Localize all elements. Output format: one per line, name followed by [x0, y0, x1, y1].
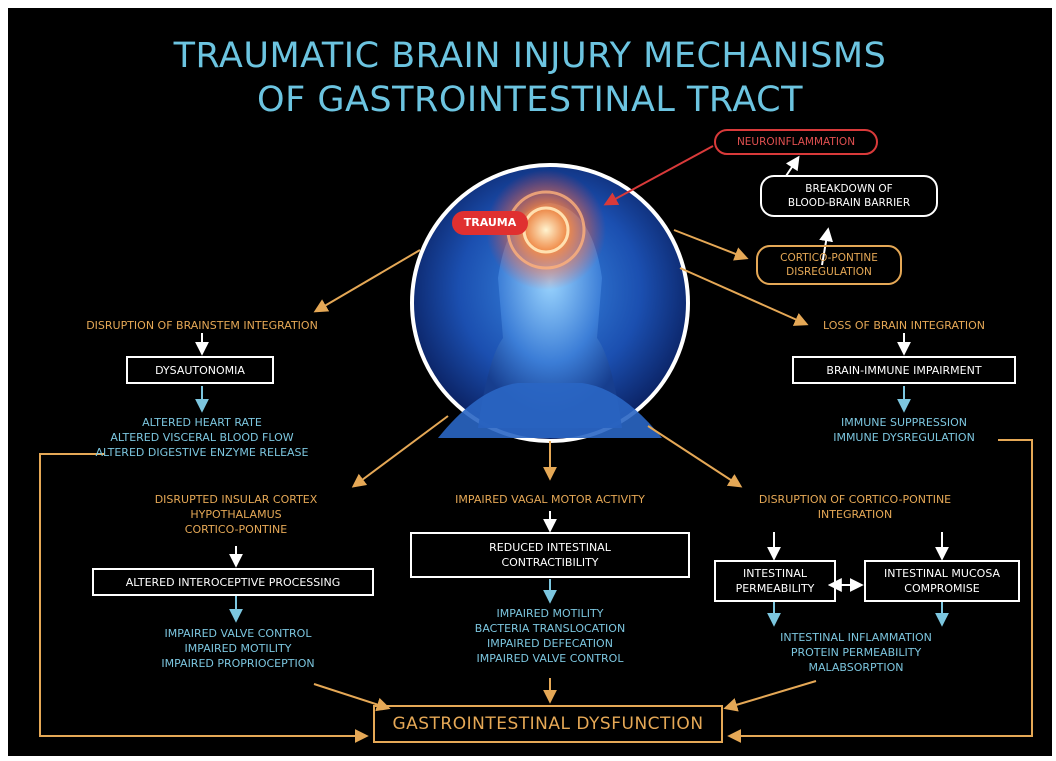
left-effect-3: ALTERED DIGESTIVE ENZYME RELEASE: [52, 445, 352, 460]
insular-heading-3: CORTICO-PONTINE: [106, 522, 366, 537]
brain-immune-box: BRAIN-IMMUNE IMPAIRMENT: [792, 356, 1016, 384]
gi-dysfunction-box: GASTROINTESTINAL DYSFUNCTION: [373, 705, 723, 743]
lower-center-effect-4: IMPAIRED VALVE CONTROL: [430, 651, 670, 666]
lower-left-effect-2: IMPAIRED MOTILITY: [118, 641, 358, 656]
lower-center-effect-1: IMPAIRED MOTILITY: [430, 606, 670, 621]
diagram-canvas: TRAUMATIC BRAIN INJURY MECHANISMS OF GAS…: [8, 8, 1052, 756]
ip-line-2: PERMEABILITY: [736, 582, 815, 595]
lower-center-effect-3: IMPAIRED DEFECATION: [430, 636, 670, 651]
cortico-pontine-integration-heading: DISRUPTION OF CORTICO-PONTINE INTEGRATIO…: [730, 492, 980, 522]
cp-line-2: DISREGULATION: [786, 266, 872, 278]
head-illustration: [412, 165, 688, 441]
insular-headings: DISRUPTED INSULAR CORTEX HYPOTHALAMUS CO…: [106, 492, 366, 537]
vagal-heading: IMPAIRED VAGAL MOTOR ACTIVITY: [420, 492, 680, 507]
lower-left-effect-3: IMPAIRED PROPRIOCEPTION: [118, 656, 358, 671]
cpi-line-2: INTEGRATION: [730, 507, 980, 522]
insular-heading-2: HYPOTHALAMUS: [106, 507, 366, 522]
dysautonomia-box: DYSAUTONOMIA: [126, 356, 274, 384]
brainstem-heading: DISRUPTION OF BRAINSTEM INTEGRATION: [32, 318, 372, 333]
interoceptive-box: ALTERED INTEROCEPTIVE PROCESSING: [92, 568, 374, 596]
lower-center-effects: IMPAIRED MOTILITY BACTERIA TRANSLOCATION…: [430, 606, 670, 666]
left-effects: ALTERED HEART RATE ALTERED VISCERAL BLOO…: [52, 415, 352, 460]
right-effect-2: IMMUNE DYSREGULATION: [798, 430, 1010, 445]
lower-left-effects: IMPAIRED VALVE CONTROL IMPAIRED MOTILITY…: [118, 626, 358, 671]
contractibility-line-2: CONTRACTIBILITY: [501, 556, 598, 569]
lower-left-effect-1: IMPAIRED VALVE CONTROL: [118, 626, 358, 641]
title-line-2: OF GASTROINTESTINAL TRACT: [8, 80, 1052, 120]
lower-right-effects: INTESTINAL INFLAMMATION PROTEIN PERMEABI…: [746, 630, 966, 675]
neuroinflammation-box: NEUROINFLAMMATION: [714, 129, 878, 155]
intestinal-permeability-box: INTESTINAL PERMEABILITY: [714, 560, 836, 602]
bbb-line-2: BLOOD-BRAIN BARRIER: [788, 197, 910, 209]
cpi-line-1: DISRUPTION OF CORTICO-PONTINE: [730, 492, 980, 507]
title-line-1: TRAUMATIC BRAIN INJURY MECHANISMS: [8, 36, 1052, 76]
mucosa-compromise-box: INTESTINAL MUCOSA COMPROMISE: [864, 560, 1020, 602]
insular-heading-1: DISRUPTED INSULAR CORTEX: [106, 492, 366, 507]
trauma-badge: TRAUMA: [452, 211, 528, 235]
lower-right-effect-3: MALABSORPTION: [746, 660, 966, 675]
right-effect-1: IMMUNE SUPPRESSION: [798, 415, 1010, 430]
right-effects: IMMUNE SUPPRESSION IMMUNE DYSREGULATION: [798, 415, 1010, 445]
mc-line-2: COMPROMISE: [904, 582, 979, 595]
cortico-pontine-disregulation-box: CORTICO-PONTINE DISREGULATION: [756, 245, 902, 285]
lower-center-effect-2: BACTERIA TRANSLOCATION: [430, 621, 670, 636]
lower-right-effect-1: INTESTINAL INFLAMMATION: [746, 630, 966, 645]
mc-line-1: INTESTINAL MUCOSA: [884, 567, 1000, 580]
left-effect-2: ALTERED VISCERAL BLOOD FLOW: [52, 430, 352, 445]
contractibility-box: REDUCED INTESTINAL CONTRACTIBILITY: [410, 532, 690, 578]
contractibility-line-1: REDUCED INTESTINAL: [489, 541, 611, 554]
bbb-line-1: BREAKDOWN OF: [805, 183, 892, 195]
lower-right-effect-2: PROTEIN PERMEABILITY: [746, 645, 966, 660]
blood-brain-barrier-box: BREAKDOWN OF BLOOD-BRAIN BARRIER: [760, 175, 938, 217]
cp-line-1: CORTICO-PONTINE: [780, 252, 878, 264]
ip-line-1: INTESTINAL: [743, 567, 807, 580]
brain-integration-heading: LOSS OF BRAIN INTEGRATION: [778, 318, 1030, 333]
left-effect-1: ALTERED HEART RATE: [52, 415, 352, 430]
